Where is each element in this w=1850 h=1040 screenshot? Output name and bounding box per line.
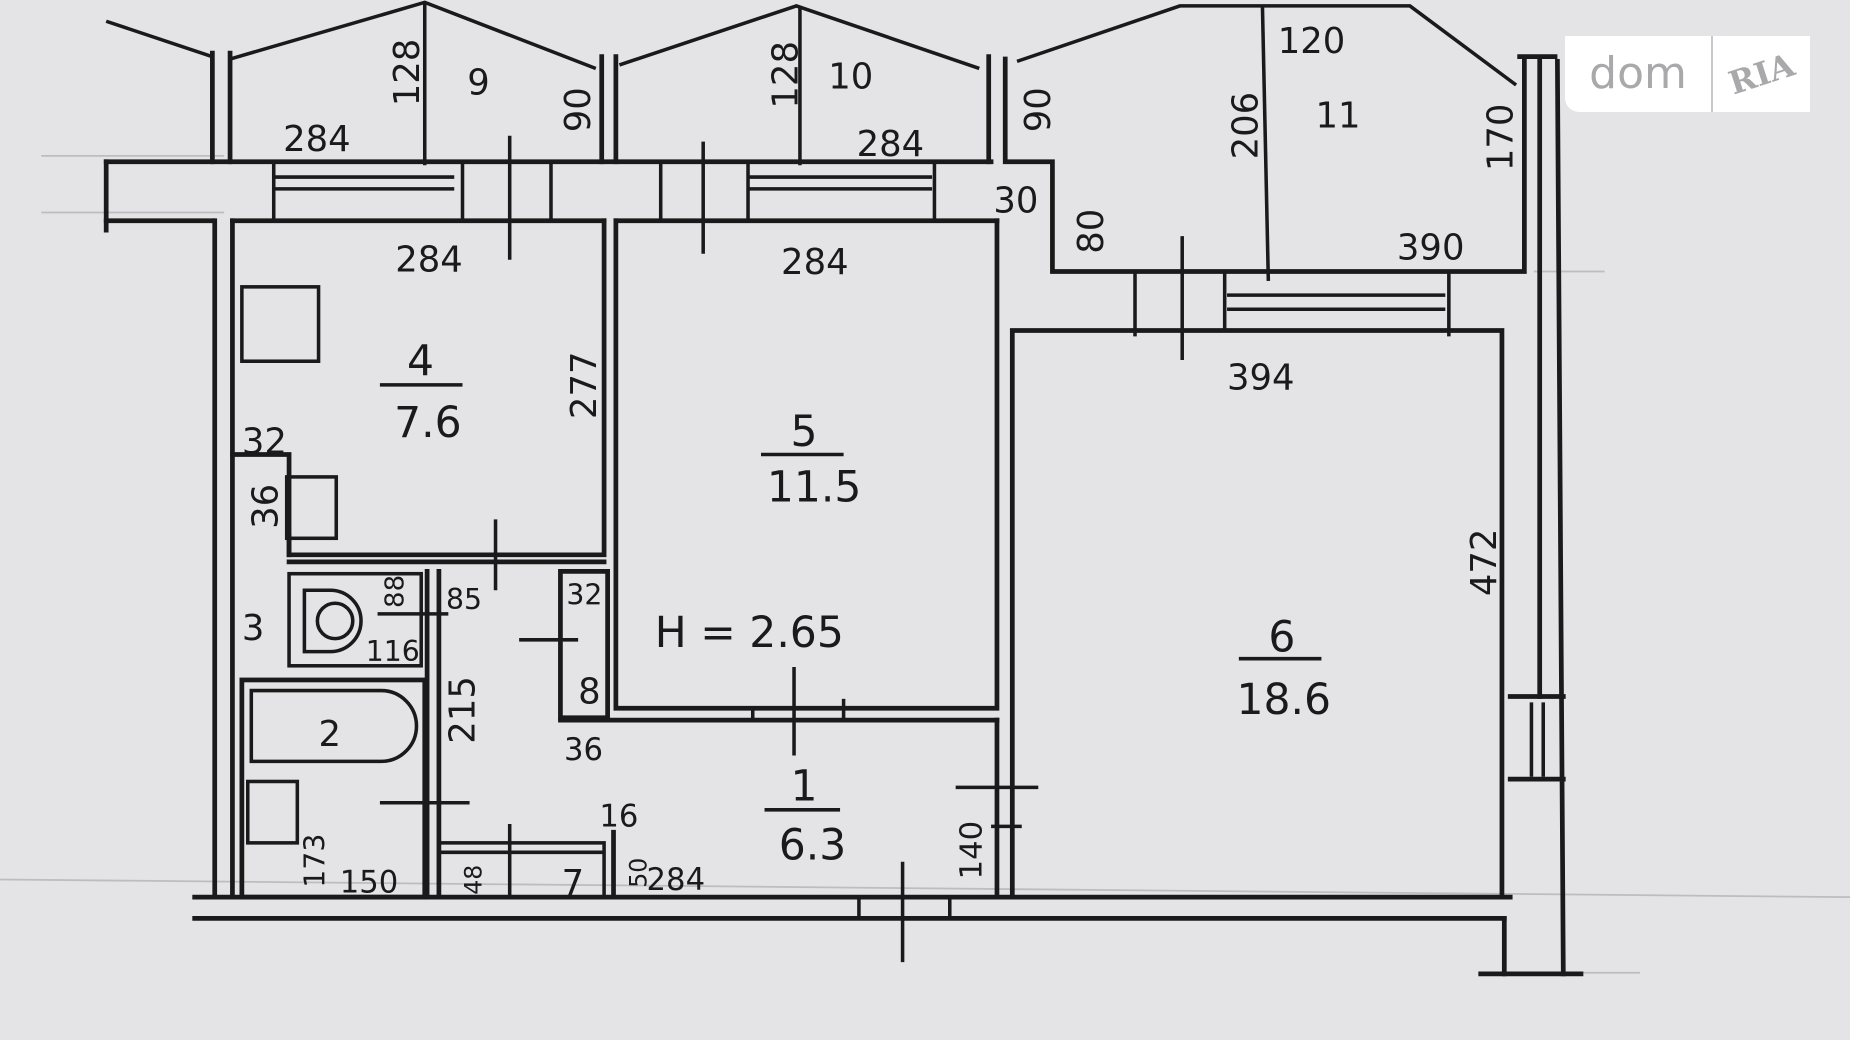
room-10-number: 10 [828, 57, 873, 98]
logo-sub: RIA [1724, 45, 1799, 103]
room-2-number: 2 [319, 714, 342, 755]
room-6-area: 18.6 [1236, 676, 1331, 725]
dim: 284 [781, 242, 849, 283]
dim: 390 [1397, 228, 1465, 269]
dim: 32 [242, 421, 287, 462]
dim: 284 [857, 124, 925, 165]
room-5-number: 5 [790, 408, 817, 457]
dim: 173 [298, 834, 331, 888]
dim: 140 [955, 821, 990, 880]
room-11-number: 11 [1316, 95, 1361, 136]
room-4-area: 7.6 [394, 399, 462, 448]
dim: 284 [283, 119, 351, 160]
room-1-area: 6.3 [779, 821, 847, 870]
dim: 36 [245, 484, 286, 529]
dim: 120 [1278, 21, 1346, 62]
room-5-area: 11.5 [767, 464, 862, 513]
dim: 90 [558, 87, 599, 132]
dim: 16 [599, 799, 638, 834]
room-8-number: 8 [578, 672, 601, 713]
room-4-number: 4 [407, 337, 434, 386]
dim: 32 [566, 578, 602, 611]
dim: 128 [766, 41, 807, 109]
ceiling-height: H = 2.65 [655, 609, 844, 658]
logo-brand: dom [1565, 36, 1713, 112]
room-1-number: 1 [790, 762, 817, 811]
guide-lines [0, 154, 1850, 974]
dimension-labels: 128 284 90 128 284 90 120 206 170 30 80 … [242, 21, 1522, 900]
dim: 150 [340, 865, 399, 900]
dim: 170 [1481, 104, 1522, 172]
balcony-outlines [105, 0, 1558, 281]
dim: 394 [1227, 358, 1295, 399]
dim: 36 [564, 733, 603, 768]
domria-logo: dom RIA [1565, 36, 1810, 112]
dim: 206 [1226, 92, 1267, 160]
dim: 128 [387, 39, 428, 107]
room-3-number: 3 [242, 608, 265, 649]
dim: 48 [459, 865, 487, 895]
dim: 88 [381, 575, 411, 608]
dim: 116 [366, 635, 420, 668]
room-7-number: 7 [562, 863, 585, 904]
room-6-number: 6 [1268, 614, 1295, 663]
dim: 277 [564, 351, 605, 419]
dim: 80 [1071, 209, 1112, 254]
room-9-number: 9 [467, 62, 490, 103]
dim: 472 [1464, 529, 1505, 597]
room-outlines [230, 218, 1505, 900]
dim: 284 [647, 863, 706, 898]
dim: 215 [442, 676, 483, 744]
dim: 50 [625, 858, 653, 888]
dim: 85 [446, 583, 482, 616]
dim: 90 [1018, 87, 1059, 132]
dim: 284 [395, 240, 463, 281]
dim: 30 [993, 180, 1038, 221]
